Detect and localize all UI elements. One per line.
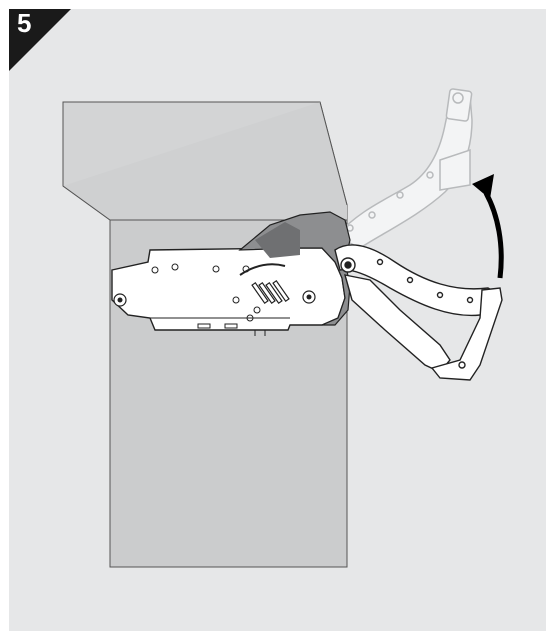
mounting-hole-right-inner (306, 294, 312, 300)
plate-hole (253, 306, 261, 314)
step-badge (9, 9, 71, 71)
cabinet-top-line (62, 185, 111, 221)
cabinet (62, 101, 348, 568)
plate-hole (232, 296, 240, 304)
plate-hole (212, 265, 220, 273)
arm-pivot-inner (344, 261, 352, 269)
mounting-hole-left-inner (117, 297, 123, 303)
adjustment-arc (239, 263, 286, 276)
arm-front-bracket (430, 287, 503, 381)
spring-slots (251, 280, 290, 304)
arm-rivet (376, 258, 384, 266)
plate-bottom-details (150, 317, 290, 336)
plate-hole (171, 263, 179, 271)
housing-shade (255, 222, 300, 258)
plate-hole (151, 266, 159, 274)
arm-rivet (458, 361, 466, 369)
curved-up-arrow-icon (472, 174, 504, 279)
lift-arm (334, 244, 503, 381)
ghost-lift-arm (334, 88, 473, 249)
arm-rivet (406, 276, 414, 284)
lift-mechanism (111, 211, 351, 336)
step-number: 5 (17, 8, 32, 38)
cabinet-right-edge (319, 101, 348, 206)
arm-rivet (466, 296, 474, 304)
cabinet-top-edge (63, 102, 347, 220)
arm-rivet (436, 291, 444, 299)
